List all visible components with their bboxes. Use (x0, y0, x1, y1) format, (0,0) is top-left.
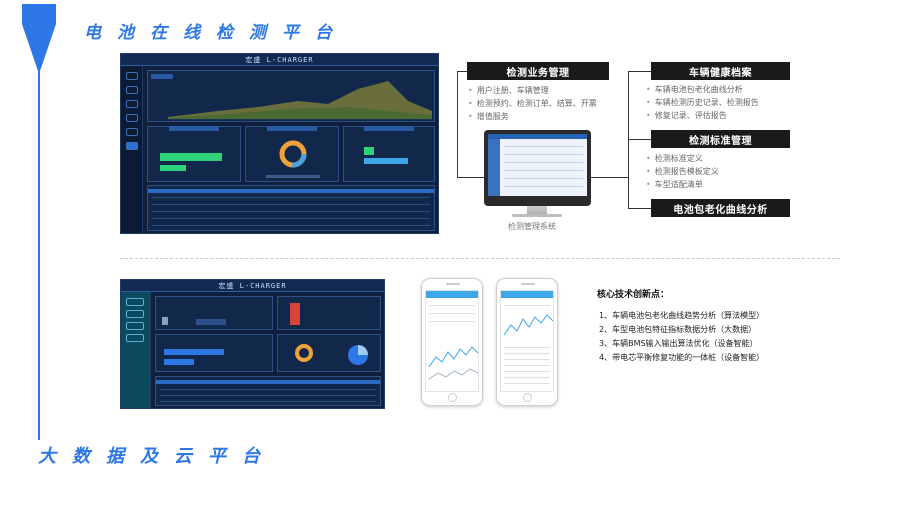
monitor-label: 检测管理系统 (508, 222, 556, 231)
connector-line (457, 177, 484, 178)
connector-line (457, 71, 458, 177)
monitor-stand (527, 206, 547, 215)
page-title: 电池在线检测平台 (84, 23, 348, 43)
dashboard-logo: 宏盛 L-CHARGER (245, 56, 314, 64)
dashboard-sidebar (121, 292, 151, 408)
list-item: 增值服务 (468, 110, 597, 123)
list-item: 车型适配清单 (646, 178, 719, 191)
standard-mgmt-list: 检测标准定义 检测报告模板定义 车型适配清单 (646, 152, 719, 191)
connector-line (591, 177, 628, 178)
section-title-bottom: 大数据及云平台 (38, 446, 276, 467)
list-item: 用户注册、车辆管理 (468, 84, 597, 97)
dashboard-screenshot-top: 宏盛 L-CHARGER (120, 53, 439, 234)
list-item: 2、车型电池包特征指标数据分析（大数据） (599, 325, 757, 334)
standard-mgmt-box: 检测标准管理 (651, 130, 790, 148)
dashboard-screenshot-bottom: 宏盛 L-CHARGER (120, 279, 385, 409)
list-item: 1、车辆电池包老化曲线趋势分析（算法模型） (599, 311, 765, 320)
health-records-list: 车辆电池包老化曲线分析 车辆检测历史记录、检测报告 修复记录、评估报告 (646, 83, 759, 122)
monitor-icon (484, 130, 591, 206)
health-records-box: 车辆健康档案 (651, 62, 790, 80)
dashboard-logo: 宏盛 L-CHARGER (218, 282, 287, 290)
trend-panel (147, 70, 435, 122)
list-item: 4、带电芯平衡修复功能的一体桩（设备智能） (599, 353, 765, 362)
business-mgmt-box: 检测业务管理 (467, 62, 609, 80)
list-item: 修复记录、评估报告 (646, 109, 759, 122)
pie-panel (277, 334, 381, 372)
core-tech-list: 1、车辆电池包老化曲线趋势分析（算法模型） 2、车型电池包特征指标数据分析（大数… (599, 309, 764, 365)
section-divider (120, 258, 840, 259)
list-item: 检测标准定义 (646, 152, 719, 165)
gauge-panel (277, 296, 381, 330)
dashboard-header: 宏盛 L-CHARGER (121, 280, 384, 292)
connector-line (628, 71, 651, 72)
data-table (155, 376, 381, 406)
monitor-base (512, 214, 562, 217)
list-item: 3、车辆BMS输入输出算法优化（设备智能） (599, 339, 758, 348)
dashboard-sidebar (121, 66, 143, 233)
list-item: 车辆检测历史记录、检测报告 (646, 96, 759, 109)
phone-mockup (421, 278, 483, 406)
core-tech-title: 核心技术创新点： (597, 290, 670, 300)
curve-analysis-box: 电池包老化曲线分析 (651, 199, 790, 217)
hbar-panel (343, 126, 435, 182)
donut-panel (245, 126, 339, 182)
list-item: 车辆电池包老化曲线分析 (646, 83, 759, 96)
connector-line (457, 71, 467, 72)
bar-panel (155, 334, 273, 372)
dashboard-header: 宏盛 L-CHARGER (121, 54, 438, 66)
list-item: 检测报告模板定义 (646, 165, 719, 178)
area-chart (151, 74, 432, 120)
business-mgmt-list: 用户注册、车辆管理 检测预约、检测订单、结算、开票 增值服务 (468, 84, 597, 123)
phone-mockup (496, 278, 558, 406)
chevron-down-icon (22, 4, 56, 74)
list-item: 检测预约、检测订单、结算、开票 (468, 97, 597, 110)
connector-line (628, 208, 651, 209)
data-table (147, 185, 435, 231)
bar-panel (147, 126, 241, 182)
connector-line (628, 139, 651, 140)
status-panel (155, 296, 273, 330)
accent-line (38, 60, 40, 440)
